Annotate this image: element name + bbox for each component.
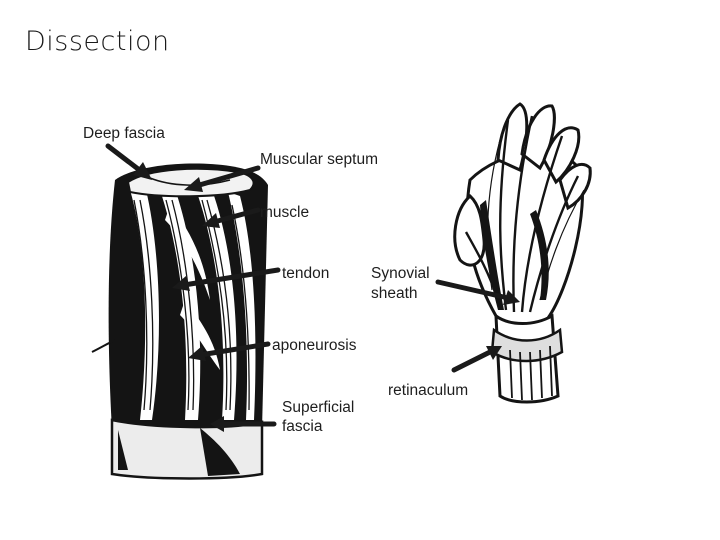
label-retinaculum: retinaculum: [388, 381, 468, 400]
label-muscular-septum: Muscular septum: [260, 150, 378, 169]
label-tendon: tendon: [282, 264, 329, 283]
label-synovial: Synovial: [371, 264, 430, 283]
label-fascia: fascia: [282, 417, 323, 436]
label-muscle: muscle: [260, 203, 309, 222]
arrow-retinaculum: [454, 346, 502, 370]
label-aponeurosis: aponeurosis: [272, 336, 356, 355]
label-superficial: Superficial: [282, 398, 354, 417]
forearm-dissection-drawing: [92, 164, 268, 479]
label-deep-fascia: Deep fascia: [83, 124, 165, 143]
label-sheath: sheath: [371, 284, 418, 303]
